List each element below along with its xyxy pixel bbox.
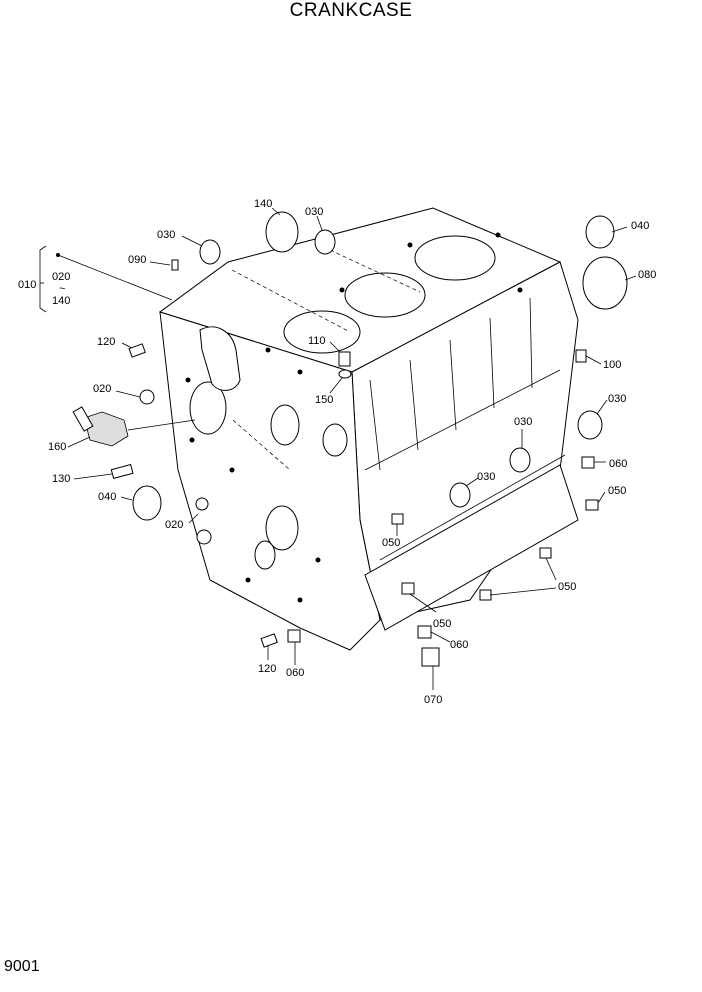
callout-050: 050 <box>382 537 400 549</box>
callout-030: 030 <box>305 206 323 218</box>
callout-140: 140 <box>254 198 272 210</box>
loose-parts <box>72 211 628 667</box>
callout-050: 050 <box>608 485 626 497</box>
callout-090: 090 <box>128 254 146 266</box>
callout-020-range-start: 020 <box>52 271 70 283</box>
callout-050: 050 <box>558 581 576 593</box>
callout-130: 130 <box>52 473 70 485</box>
callout-060: 060 <box>609 458 627 470</box>
callout-030: 030 <box>608 393 626 405</box>
callout-030: 030 <box>157 229 175 241</box>
callout-040: 040 <box>98 491 116 503</box>
callout-030: 030 <box>477 471 495 483</box>
page-title: CRANKCASE <box>289 0 413 21</box>
callout-100: 100 <box>603 359 621 371</box>
callout-160: 160 <box>48 441 66 453</box>
callout-070: 070 <box>424 694 442 706</box>
callout-020: 020 <box>93 383 111 395</box>
callout-labels: 010 020 ~ 140 140 030 030 090 040 080 12… <box>18 198 656 706</box>
callout-120: 120 <box>97 336 115 348</box>
callout-060: 060 <box>286 667 304 679</box>
callout-080: 080 <box>638 269 656 281</box>
callout-020: 020 <box>165 519 183 531</box>
callout-110: 110 <box>308 335 326 347</box>
callout-range-separator: ~ <box>59 283 65 295</box>
crankcase-block <box>158 207 579 651</box>
callout-150: 150 <box>315 394 333 406</box>
callout-030: 030 <box>514 416 532 428</box>
callout-050: 050 <box>433 618 451 630</box>
callout-060: 060 <box>450 639 468 651</box>
callout-140-range-end: 140 <box>52 295 70 307</box>
page-number: 9001 <box>4 958 40 975</box>
callout-040: 040 <box>631 220 649 232</box>
callout-120: 120 <box>258 663 276 675</box>
callout-010: 010 <box>18 279 36 291</box>
leader-lines <box>39 207 637 690</box>
